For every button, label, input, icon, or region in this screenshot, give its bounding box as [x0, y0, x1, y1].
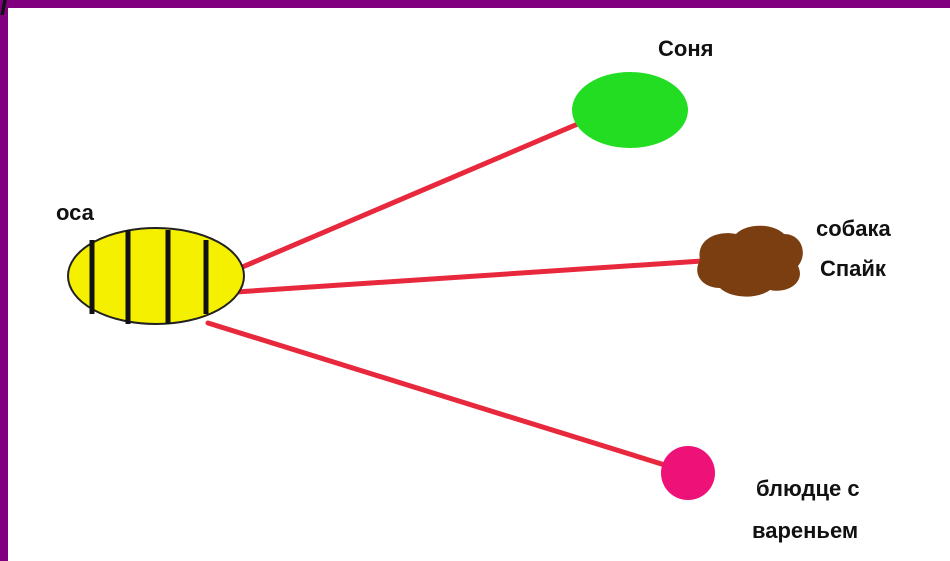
center-node-wasp: оса — [56, 200, 244, 324]
diagram-svg: оса Соня собака Спайк блюдце с вареньем — [8, 8, 950, 561]
connector-sonya — [233, 123, 580, 271]
node-dog: собака Спайк — [697, 216, 891, 297]
center-label: оса — [56, 200, 95, 225]
node-dog-label-line1: собака — [816, 216, 892, 241]
node-dog-shape — [697, 226, 803, 297]
title-fragment: I — [0, 0, 7, 22]
connector-dog — [236, 261, 702, 292]
diagram-canvas: оса Соня собака Спайк блюдце с вареньем — [8, 8, 950, 561]
node-dog-label-line2: Спайк — [820, 256, 887, 281]
node-saucer: блюдце с вареньем — [661, 446, 860, 543]
node-sonya-label: Соня — [658, 36, 713, 61]
node-sonya: Соня — [572, 36, 713, 148]
node-sonya-shape — [572, 72, 688, 148]
node-saucer-label-line1: блюдце с — [756, 476, 860, 501]
node-saucer-label-line2: вареньем — [752, 518, 858, 543]
node-saucer-shape — [661, 446, 715, 500]
connector-saucer — [208, 323, 668, 466]
